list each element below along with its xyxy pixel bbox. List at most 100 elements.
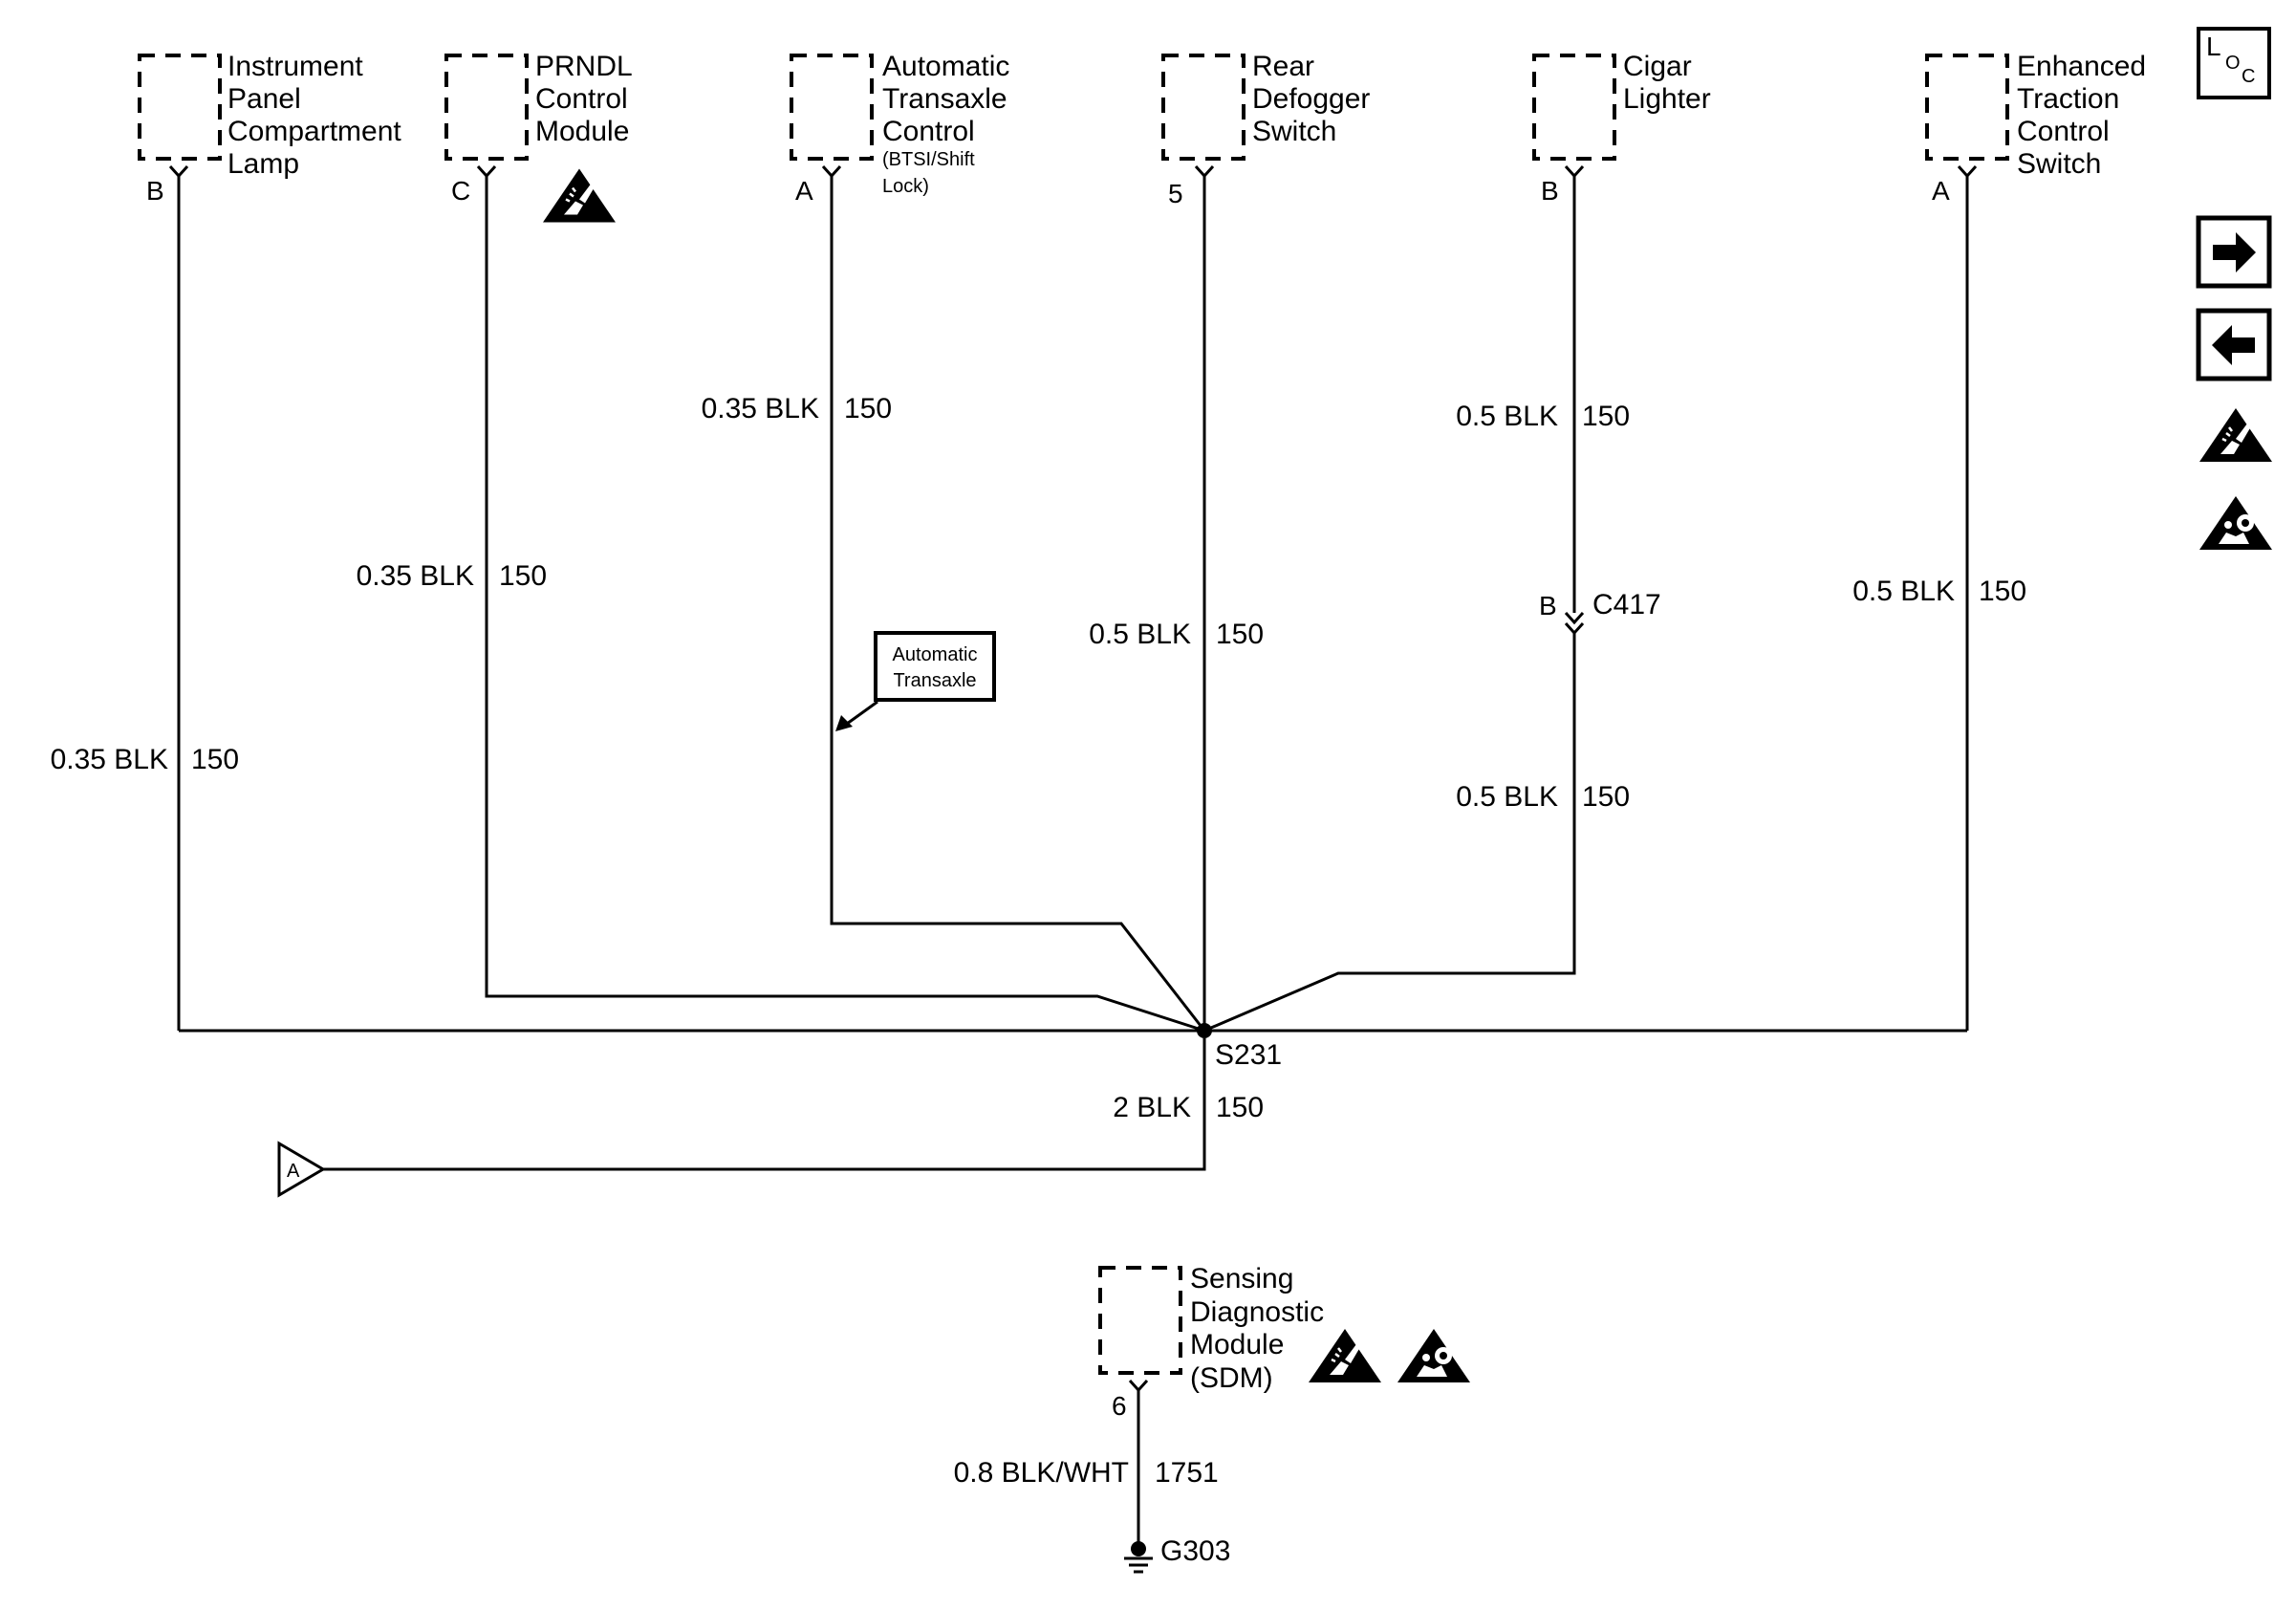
component-box (790, 54, 874, 161)
esd-warning-icon (1307, 1327, 1383, 1384)
component-box (138, 54, 222, 161)
pin-label: B (1541, 176, 1559, 206)
circuit-number: 150 (844, 393, 892, 424)
circuit-number: 150 (191, 744, 239, 775)
enhanced-traction-control-switch[interactable]: Enhanced Traction Control Switch A (1925, 51, 2146, 206)
location-icon-letter: C (2242, 66, 2255, 87)
pin-label: A (795, 176, 813, 206)
pin-label: B (146, 176, 164, 206)
wire-atc[interactable]: 0.35 BLK 150 (702, 174, 1206, 1032)
instrument-panel-compartment-lamp[interactable]: Instrument Panel Compartment Lamp B (138, 51, 401, 206)
component-label-line: Enhanced (2017, 51, 2146, 82)
wire-etc[interactable]: 0.5 BLK 150 (1852, 174, 2026, 1031)
component-label-line: Switch (1252, 116, 1336, 147)
callout-box (874, 631, 996, 702)
component-box (1098, 1266, 1182, 1375)
connector-c417[interactable]: B C417 (1539, 589, 1661, 636)
component-sublabel: (BTSI/Shift (882, 149, 975, 170)
airbag-warning-icon (2199, 496, 2272, 550)
wire-sdm-ground[interactable]: 0.8 BLK/WHT 1751 (954, 1388, 1219, 1543)
automatic-transaxle-callout[interactable]: Automatic Transaxle (835, 631, 996, 731)
wire-cigar-lower[interactable]: 0.5 BLK 150 (1203, 631, 1630, 1033)
wire-color-label: 0.35 BLK (51, 744, 168, 775)
component-label-line: Module (535, 116, 629, 147)
component-label-line: Control (2017, 116, 2110, 147)
component-label-line: Cigar (1623, 51, 1692, 82)
pin-label: A (1932, 176, 1950, 206)
component-box (1925, 54, 2009, 161)
offpage-arrow-icon (277, 1141, 326, 1198)
wire-prndl[interactable]: 0.35 BLK 150 (357, 174, 1205, 1033)
circuit-number: 150 (1582, 401, 1630, 432)
ground-g303[interactable]: G303 (1124, 1535, 1230, 1574)
component-label-line: Traction (2017, 83, 2119, 115)
component-label-line: PRNDL (535, 51, 633, 82)
wire-color-label: 0.5 BLK (1089, 619, 1191, 650)
ground-name: G303 (1160, 1535, 1230, 1567)
component-label-line: Automatic (882, 51, 1009, 82)
offpage-connector-a[interactable]: A (277, 1141, 326, 1198)
callout-label-line: Transaxle (893, 670, 976, 691)
component-label-line: Switch (2017, 148, 2101, 180)
location-icon (2197, 27, 2271, 99)
cigar-lighter[interactable]: Cigar Lighter B (1532, 51, 1711, 206)
component-sublabel: Lock) (882, 176, 929, 197)
wire-color-label: 0.35 BLK (357, 560, 474, 592)
component-box (1532, 54, 1616, 161)
component-label-line: Lighter (1623, 83, 1711, 115)
callout-arrowhead-icon (835, 715, 853, 731)
wire-color-label: 2 BLK (1113, 1092, 1191, 1123)
wire-splice-to-offpage[interactable]: 2 BLK 150 (323, 1038, 1264, 1171)
location-icon-letter: L (2206, 32, 2221, 61)
component-box (1161, 54, 1245, 161)
component-label-line: Instrument (227, 51, 363, 82)
next-page-button[interactable] (2196, 215, 2272, 289)
automatic-transaxle-control[interactable]: Automatic Transaxle Control (BTSI/Shift … (790, 51, 1009, 206)
callout-arrow-line (846, 700, 878, 726)
component-label-line: (SDM) (1190, 1362, 1273, 1394)
connector-pin-upper (1564, 611, 1585, 625)
connector-pin-label: B (1539, 591, 1557, 620)
wire-color-label: 0.8 BLK/WHT (954, 1457, 1129, 1489)
previous-page-button[interactable] (2196, 308, 2272, 381)
circuit-number: 150 (1979, 576, 2026, 607)
component-label-line: Control (535, 83, 628, 115)
wire-color-label: 0.35 BLK (702, 393, 819, 424)
component-label-line: Lamp (227, 148, 299, 180)
esd-warning-icon (2198, 406, 2274, 464)
pin-label: 6 (1112, 1391, 1127, 1421)
wire-cigar-upper[interactable]: 0.5 BLK 150 (1456, 174, 1630, 613)
ground-dot (1131, 1541, 1146, 1556)
circuit-number: 1751 (1155, 1457, 1219, 1489)
sensing-diagnostic-module[interactable]: Sensing Diagnostic Module (SDM) 6 (1098, 1263, 1470, 1421)
pin-label: 5 (1168, 179, 1183, 208)
airbag-warning-icon (1397, 1329, 1470, 1382)
wire-rds[interactable]: 0.5 BLK 150 (1089, 174, 1264, 1031)
location-button[interactable]: L O C (2197, 27, 2271, 99)
rear-defogger-switch[interactable]: Rear Defogger Switch 5 (1161, 51, 1370, 208)
circuit-number: 150 (1582, 781, 1630, 813)
wire-color-label: 0.5 BLK (1852, 576, 1955, 607)
component-label-line: Sensing (1190, 1263, 1293, 1295)
previous-page-icon (2212, 325, 2255, 365)
connector-name: C417 (1592, 589, 1661, 620)
prndl-control-module[interactable]: PRNDL Control Module C (444, 51, 633, 224)
wire-ipcl[interactable]: 0.35 BLK 150 (51, 174, 240, 1031)
component-label-line: Rear (1252, 51, 1314, 82)
splice-s231[interactable]: S231 (1197, 1023, 1282, 1071)
splice-dot (1197, 1023, 1212, 1038)
location-icon-letter: O (2225, 53, 2241, 74)
offpage-label: A (287, 1161, 300, 1182)
circuit-number: 150 (1216, 619, 1264, 650)
next-page-icon (2213, 232, 2256, 272)
component-label-line: Panel (227, 83, 301, 115)
component-label-line: Control (882, 116, 975, 147)
esd-warning-icon (541, 167, 617, 224)
pin-label: C (451, 176, 470, 206)
wire-color-label: 0.5 BLK (1456, 781, 1558, 813)
component-label-line: Defogger (1252, 83, 1370, 115)
component-label-line: Module (1190, 1329, 1284, 1360)
callout-label-line: Automatic (893, 644, 978, 665)
circuit-number: 150 (499, 560, 547, 592)
